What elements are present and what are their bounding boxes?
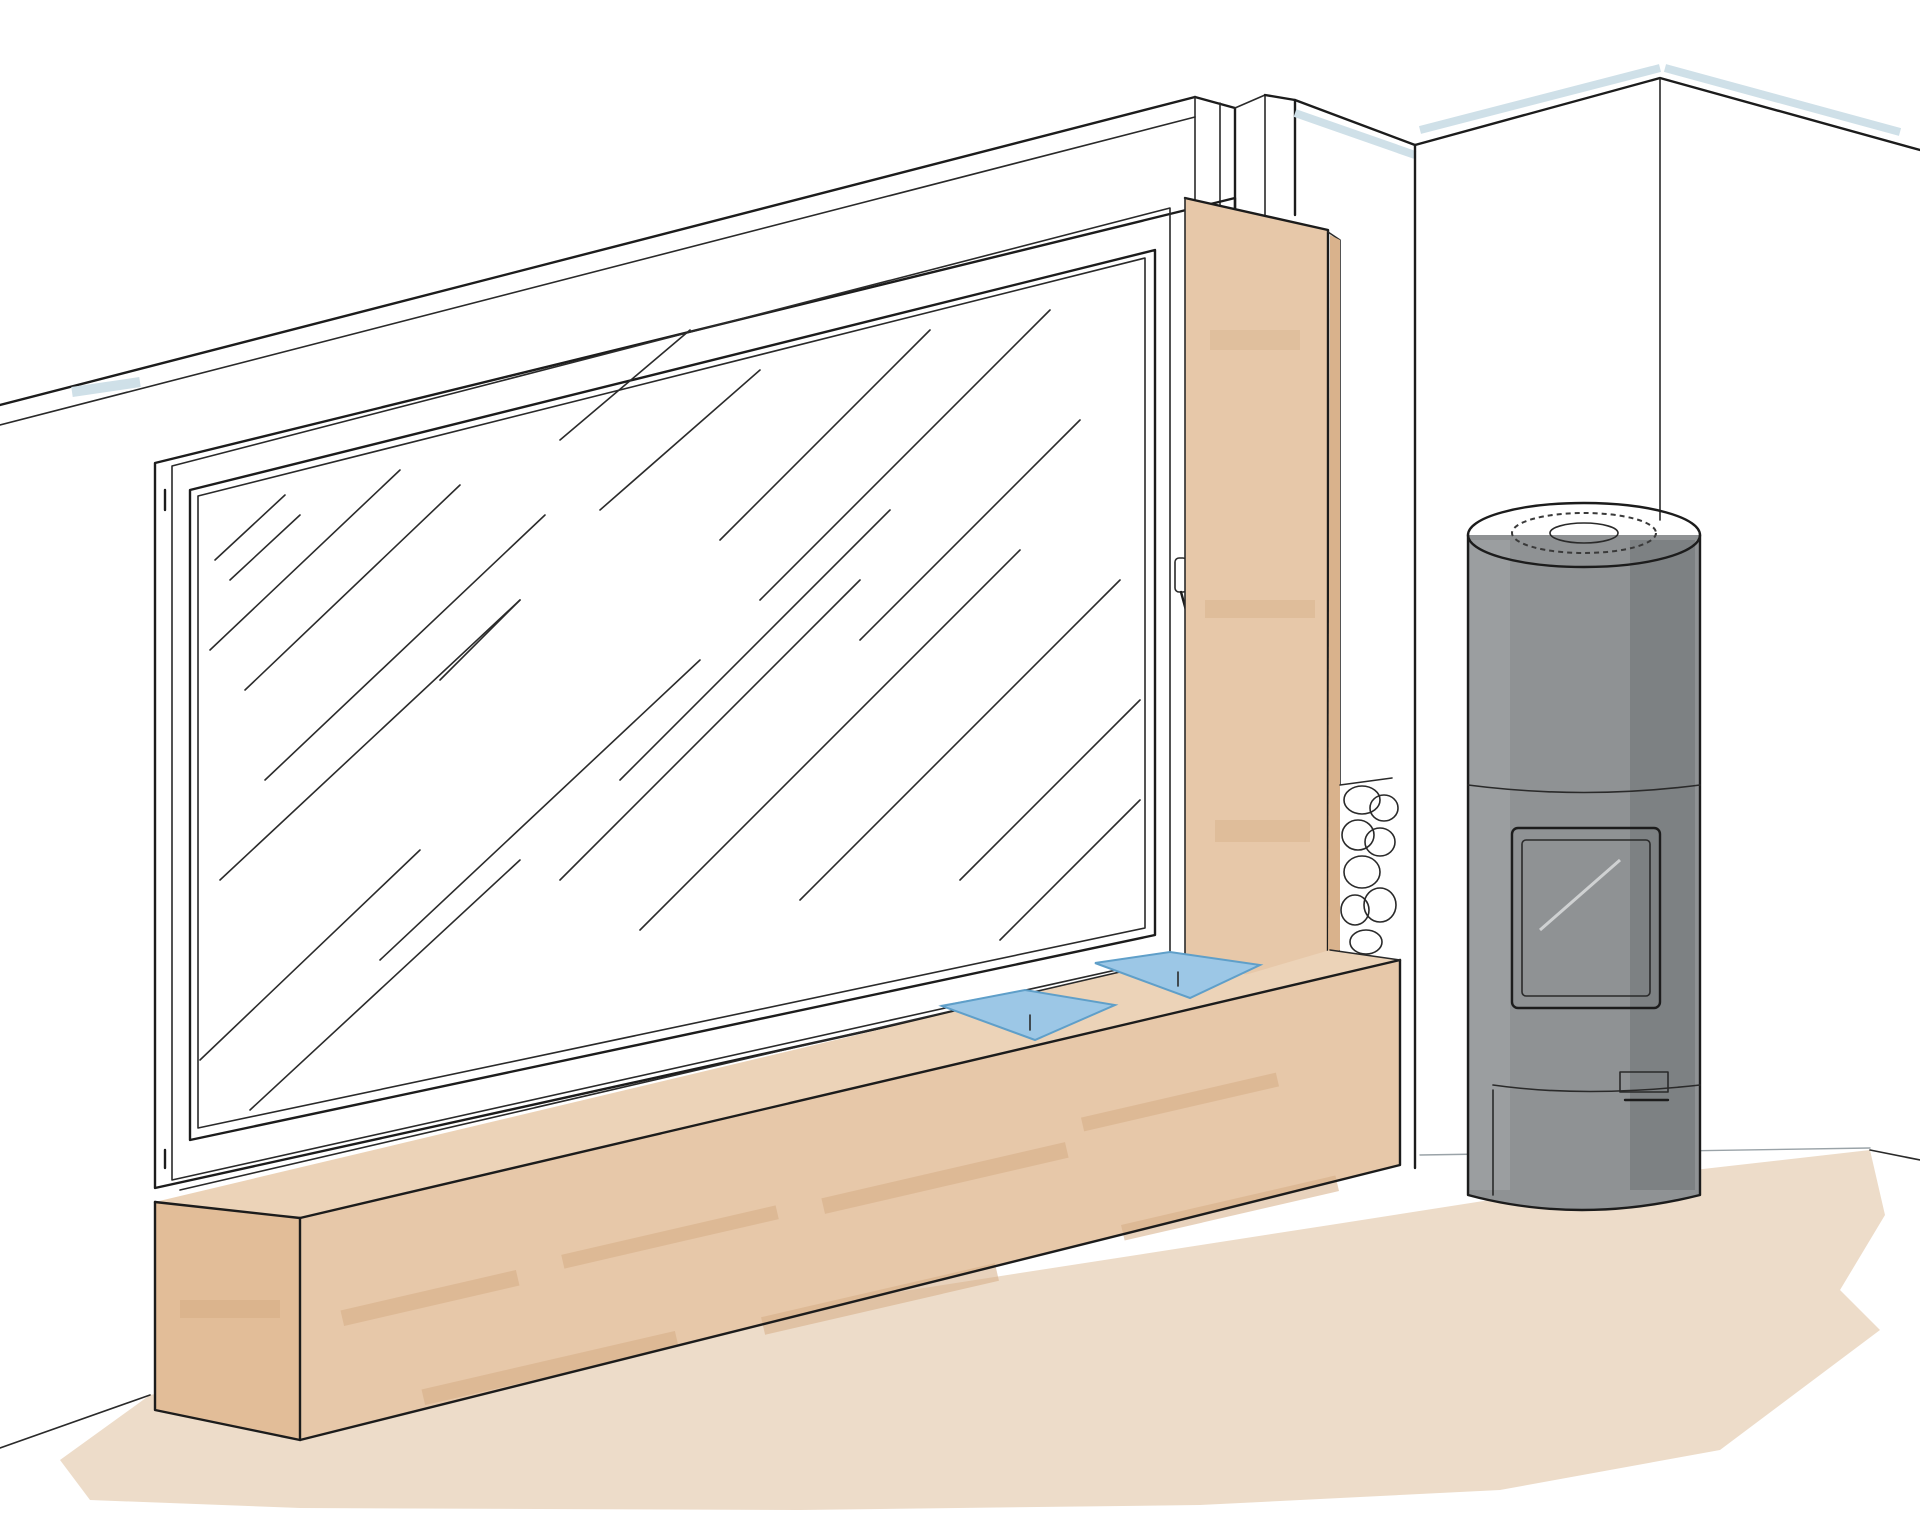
floor-fill — [60, 1150, 1885, 1510]
log — [1364, 827, 1396, 857]
log — [1349, 929, 1383, 955]
log — [1340, 894, 1370, 926]
glass-reflections — [199, 309, 1141, 1111]
flue-outlet — [1549, 522, 1619, 544]
firewood-stack — [1339, 777, 1399, 960]
side-panel — [1183, 196, 1341, 975]
log — [1363, 887, 1397, 923]
log — [1369, 794, 1399, 822]
log — [1341, 819, 1375, 851]
stove-door-glass — [1521, 839, 1651, 997]
stove-handle — [1619, 1071, 1670, 1102]
window-glass — [188, 248, 1157, 1142]
wood-stove — [1466, 501, 1702, 1212]
log — [1343, 855, 1381, 889]
cushion — [940, 990, 1115, 1040]
cushions — [938, 950, 1264, 1042]
stove-door — [1510, 826, 1662, 1010]
log — [1343, 785, 1381, 815]
window — [153, 196, 1237, 1190]
